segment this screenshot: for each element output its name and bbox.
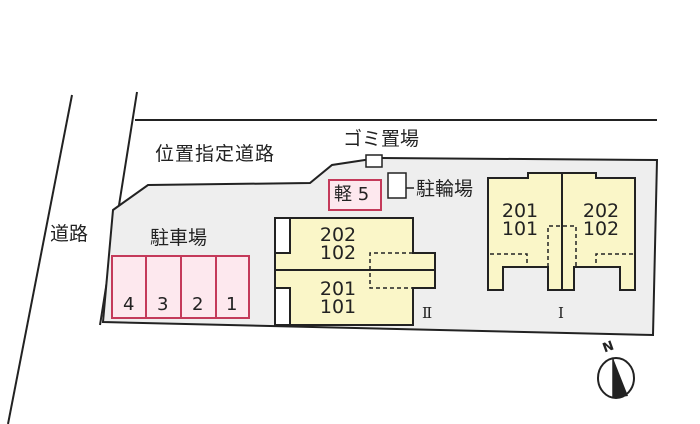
building-II-label: Ⅱ	[422, 304, 433, 322]
garbage-area	[365, 154, 383, 168]
unit-201: 201	[501, 200, 539, 222]
compass-icon	[597, 357, 635, 399]
unit-202: 202	[319, 224, 357, 246]
road-label: 道路	[50, 223, 89, 245]
bicycle-area	[387, 172, 407, 199]
unit-101: 101	[319, 296, 357, 318]
parking-space-number: 3	[157, 294, 169, 315]
kei-parking-label: 軽 5	[334, 184, 370, 205]
parking-label: 駐車場	[150, 227, 208, 249]
garbage-label: ゴミ置場	[343, 128, 420, 150]
designated-road-label: 位置指定道路	[155, 143, 276, 165]
parking-space-number: 4	[123, 294, 135, 315]
unit-201: 201	[319, 278, 357, 300]
kei-parking-space	[328, 179, 382, 211]
building-II	[274, 217, 436, 326]
road-edge-left	[7, 94, 73, 424]
parking-space-number: 2	[192, 294, 204, 315]
unit-202: 202	[582, 200, 620, 222]
bicycle-label: 駐輪場	[416, 178, 474, 200]
unit-102: 102	[319, 242, 357, 264]
building-I	[487, 172, 636, 291]
building-I-label: Ⅰ	[558, 304, 564, 322]
parking-area	[111, 255, 250, 319]
unit-102: 102	[582, 218, 620, 240]
parking-space-number: 1	[226, 294, 238, 315]
unit-101: 101	[501, 218, 539, 240]
